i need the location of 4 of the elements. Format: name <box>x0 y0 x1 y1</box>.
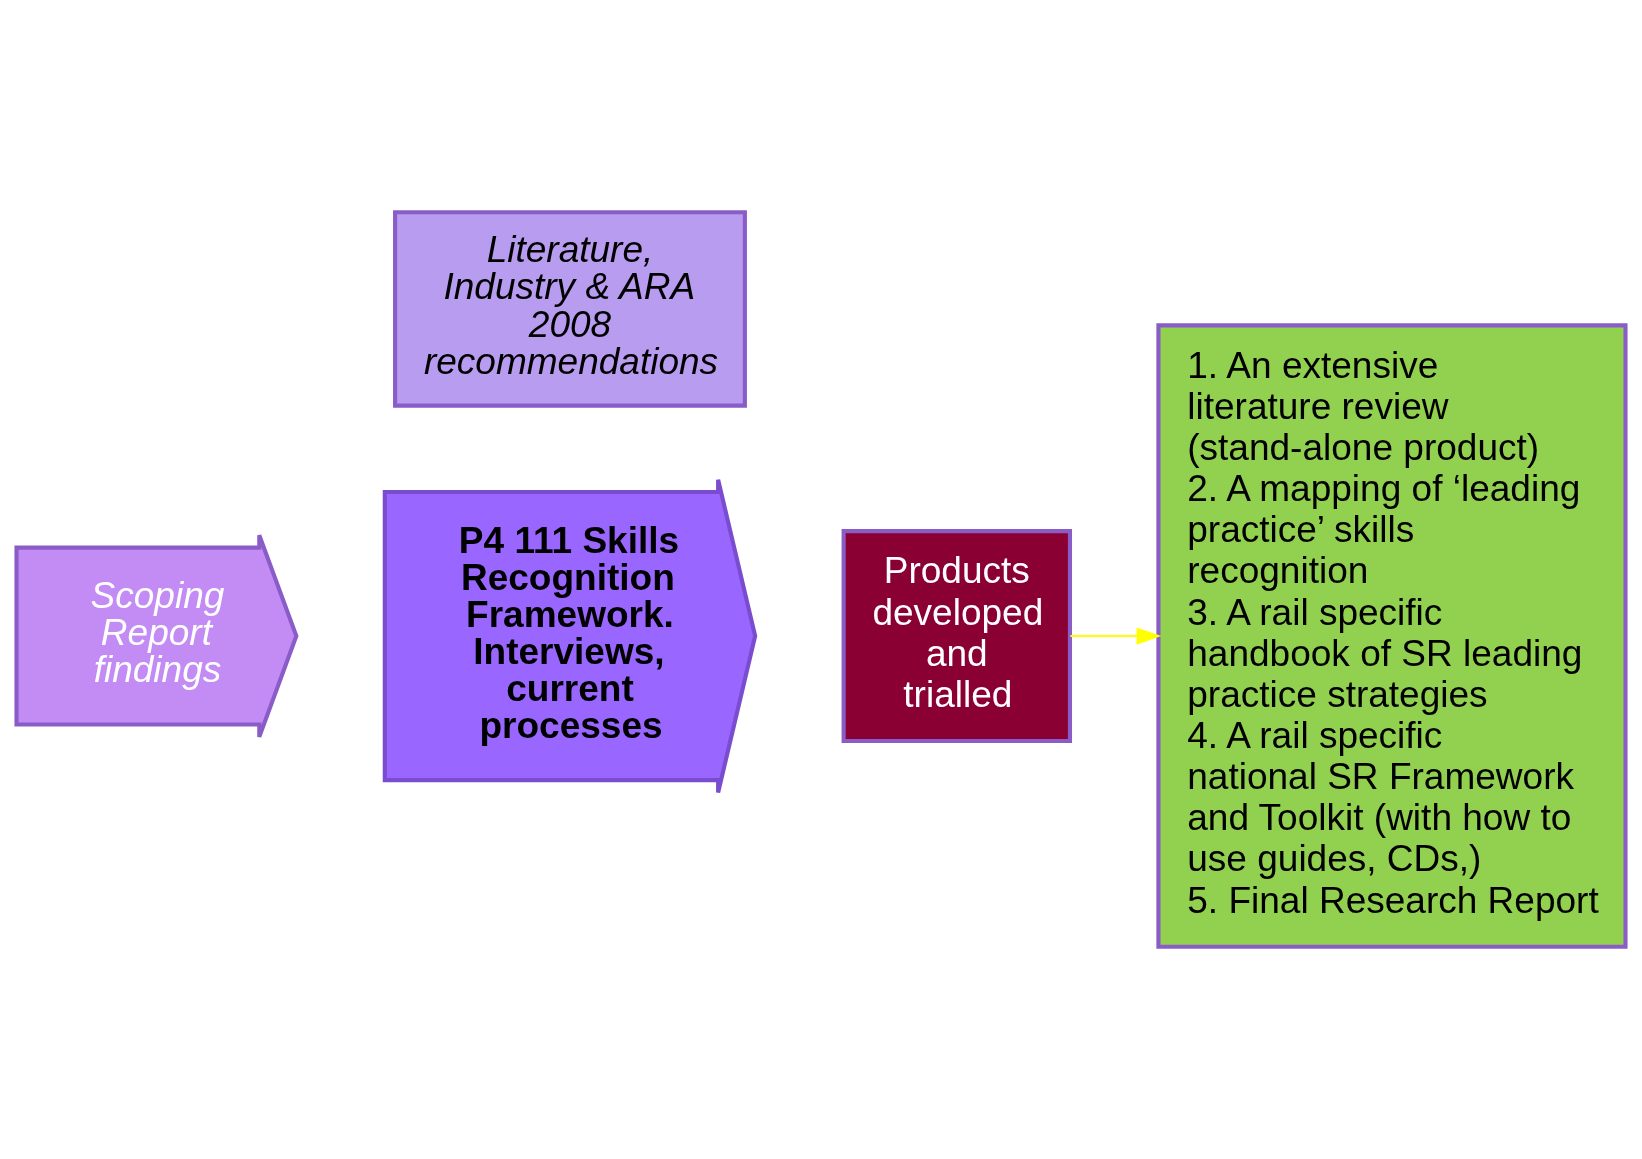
node-box: Products developed and trialled <box>841 529 1072 744</box>
node-box: 1. An extensive literature review (stand-alone product) 2. A mapping of ‘leading practice’ skills recognition 3. A rail specific handbook of SR leading practice strategies 4. A rail specific national SR Framework and Toolkit (with how to use guides, CDs,) 5. Final Research Report <box>1156 323 1628 949</box>
node-box: Literature, Industry & ARA 2008 recommendations <box>393 210 747 408</box>
arrow <box>1070 627 1162 645</box>
